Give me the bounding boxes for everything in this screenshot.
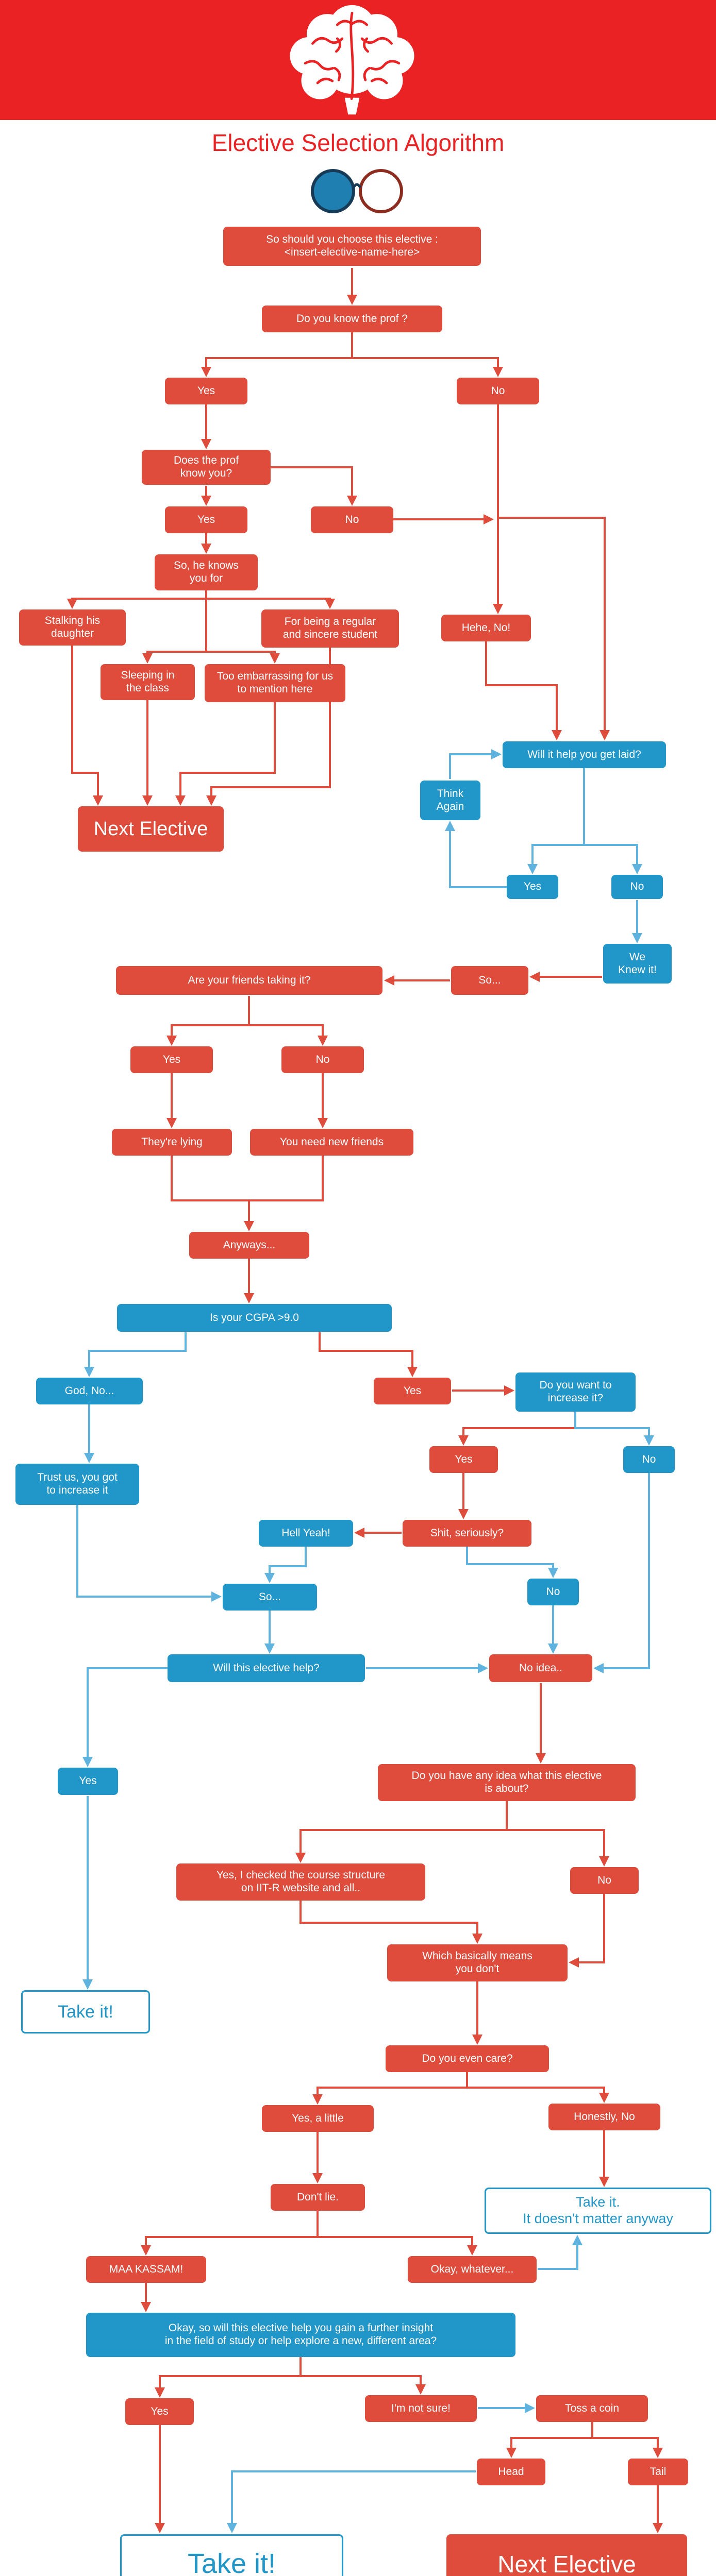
node-friends-no: No bbox=[281, 1046, 364, 1073]
node-increase-yes: Yes bbox=[429, 1446, 498, 1473]
node-head: Head bbox=[477, 2459, 545, 2485]
node-knows-you-for: So, he knows you for bbox=[155, 554, 258, 590]
node-stalking: Stalking his daughter bbox=[19, 609, 126, 646]
node-insight-yes: Yes bbox=[125, 2398, 194, 2425]
node-not-sure: I'm not sure! bbox=[365, 2395, 477, 2422]
node-take-it-matter: Take it. It doesn't matter anyway bbox=[485, 2188, 711, 2234]
brain-icon bbox=[290, 5, 414, 115]
node-sleeping: Sleeping in the class bbox=[101, 664, 195, 700]
node-regular-student: For being a regular and sincere student bbox=[261, 609, 399, 648]
node-embarrassing: Too embarrassing for us to mention here bbox=[205, 664, 345, 702]
node-dont-lie: Don't lie. bbox=[271, 2184, 365, 2211]
header-banner bbox=[0, 0, 716, 120]
node-toss-coin: Toss a coin bbox=[536, 2395, 648, 2422]
node-means-dont: Which basically means you don't bbox=[387, 1944, 568, 1981]
node-even-care: Do you even care? bbox=[386, 2045, 549, 2072]
node-take-it-1: Take it! bbox=[21, 1990, 150, 2033]
node-checked-course: Yes, I checked the course structure on I… bbox=[176, 1863, 425, 1901]
node-know-prof-no: No bbox=[457, 378, 539, 404]
page-title: Elective Selection Algorithm bbox=[211, 129, 505, 156]
node-cgpa-yes: Yes bbox=[374, 1378, 451, 1404]
node-care-little: Yes, a little bbox=[262, 2105, 374, 2132]
node-prof-know-you: Does the prof know you? bbox=[142, 450, 271, 485]
node-okay-whatever: Okay, whatever... bbox=[408, 2256, 537, 2283]
node-prof-know-you-no: No bbox=[311, 506, 393, 533]
node-shit-seriously: Shit, seriously? bbox=[403, 1520, 531, 1547]
node-friends-yes: Yes bbox=[130, 1046, 213, 1073]
node-we-knew-it: We Knew it! bbox=[603, 944, 672, 984]
node-maa-kassam: MAA KASSAM! bbox=[86, 2256, 206, 2283]
node-laid-no: No bbox=[611, 875, 663, 899]
node-tail: Tail bbox=[628, 2459, 688, 2485]
node-increase-it: Do you want to increase it? bbox=[515, 1372, 636, 1412]
node-hell-yeah: Hell Yeah! bbox=[259, 1520, 353, 1547]
node-laid-yes: Yes bbox=[507, 875, 558, 899]
node-friends-taking: Are your friends taking it? bbox=[116, 966, 382, 995]
node-hehe-no: Hehe, No! bbox=[441, 615, 531, 641]
node-take-it-final: Take it! bbox=[120, 2534, 343, 2576]
node-no-idea: No idea.. bbox=[489, 1654, 592, 1682]
node-help-yes: Yes bbox=[58, 1768, 118, 1795]
node-get-laid: Will it help you get laid? bbox=[503, 741, 666, 768]
node-cgpa: Is your CGPA >9.0 bbox=[117, 1304, 392, 1332]
node-honestly-no: Honestly, No bbox=[548, 2104, 660, 2130]
node-any-idea: Do you have any idea what this elective … bbox=[378, 1764, 636, 1801]
node-start: So should you choose this elective : <in… bbox=[223, 227, 481, 266]
node-know-prof: Do you know the prof ? bbox=[262, 306, 442, 332]
spectacles-icon bbox=[311, 169, 403, 213]
node-next-elective-final: Next Elective bbox=[446, 2534, 687, 2576]
node-so-1: So... bbox=[451, 966, 528, 995]
node-trust-us: Trust us, you got to increase it bbox=[15, 1464, 139, 1505]
node-know-prof-yes: Yes bbox=[165, 378, 247, 404]
node-seriously-no: No bbox=[527, 1579, 579, 1605]
node-elective-help: Will this elective help? bbox=[168, 1654, 365, 1682]
node-anyways: Anyways... bbox=[189, 1232, 309, 1259]
node-theyre-lying: They're lying bbox=[112, 1129, 232, 1156]
node-next-elective-1: Next Elective bbox=[78, 806, 224, 852]
node-need-new-friends: You need new friends bbox=[250, 1129, 413, 1156]
node-so-2: So... bbox=[223, 1584, 317, 1611]
node-prof-know-you-yes: Yes bbox=[165, 506, 247, 533]
node-insight: Okay, so will this elective help you gai… bbox=[86, 2313, 515, 2357]
node-idea-no: No bbox=[570, 1867, 639, 1894]
node-increase-no: No bbox=[623, 1446, 675, 1473]
node-think-again: Think Again bbox=[420, 781, 480, 820]
node-god-no: God, No... bbox=[36, 1378, 143, 1404]
